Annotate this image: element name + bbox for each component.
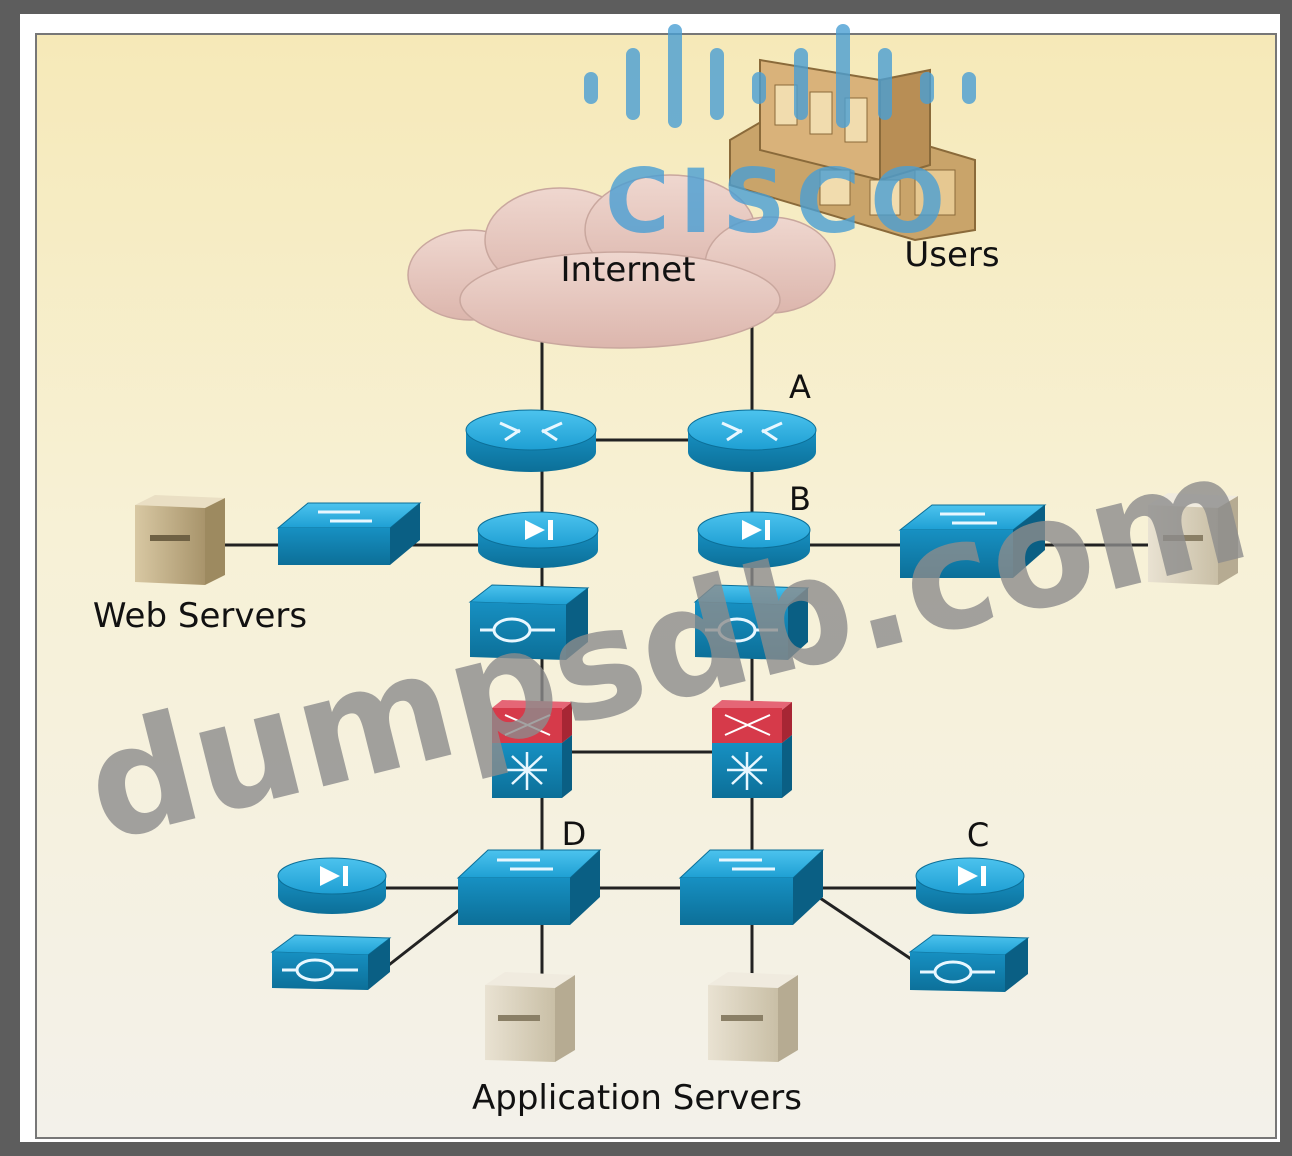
- cisco-wordmark: CISCO: [605, 150, 955, 253]
- app-ids-appliance-right: [908, 934, 1030, 992]
- internet-cloud: Internet: [407, 174, 836, 349]
- users-label: Users: [904, 235, 999, 275]
- app-load-balancer-right-c: [915, 857, 1025, 914]
- ids-appliance-icon: [468, 584, 590, 660]
- router-icon: [687, 409, 817, 472]
- load-balancer-icon: [477, 511, 599, 568]
- point-c-label: C: [967, 816, 989, 854]
- app-server-left: [485, 972, 575, 1062]
- switch-icon: [276, 502, 422, 565]
- point-b-label: B: [789, 480, 811, 518]
- ids-appliance-right: [693, 584, 810, 660]
- app-switch-left-d: [456, 849, 602, 925]
- cloud-icon: [407, 174, 836, 349]
- application-servers-label: Application Servers: [472, 1078, 802, 1118]
- ids-appliance-icon: [270, 934, 392, 990]
- point-a-label: A: [789, 368, 811, 406]
- web-server-right: [1148, 493, 1238, 585]
- server-icon: [135, 495, 225, 585]
- firewall-multilayer-switch-icon: [712, 700, 792, 798]
- switch-icon: [456, 849, 602, 925]
- load-balancer-left: [477, 511, 599, 568]
- router-left: [465, 409, 597, 472]
- web-switch-right: [898, 504, 1047, 578]
- app-switch-right: [678, 849, 825, 925]
- ids-appliance-left: [468, 584, 590, 660]
- web-servers-label: Web Servers: [93, 596, 307, 636]
- point-d-label: D: [562, 815, 587, 853]
- firewall-left: [492, 700, 572, 798]
- load-balancer-icon: [697, 511, 811, 568]
- firewall-multilayer-switch-icon: [492, 700, 572, 798]
- cisco-logo-icon: [584, 24, 976, 128]
- cisco-watermark: CISCO: [584, 24, 976, 253]
- load-balancer-right-b: [697, 511, 811, 568]
- switch-icon: [678, 849, 825, 925]
- web-server-left: [135, 495, 225, 585]
- server-icon: [1148, 493, 1238, 585]
- load-balancer-icon: [915, 857, 1025, 914]
- switch-icon: [898, 504, 1047, 578]
- firewall-right: [712, 700, 792, 798]
- server-icon: [485, 972, 575, 1062]
- router-icon: [465, 409, 597, 472]
- server-icon: [708, 972, 798, 1062]
- app-ids-appliance-left: [270, 934, 392, 990]
- ids-appliance-icon: [908, 934, 1030, 992]
- web-switch-left: [276, 502, 422, 565]
- app-load-balancer-left: [277, 857, 387, 914]
- internet-label: Internet: [560, 250, 695, 290]
- load-balancer-icon: [277, 857, 387, 914]
- app-server-right: [708, 972, 798, 1062]
- router-right-a: [687, 409, 817, 472]
- ids-appliance-icon: [693, 584, 810, 660]
